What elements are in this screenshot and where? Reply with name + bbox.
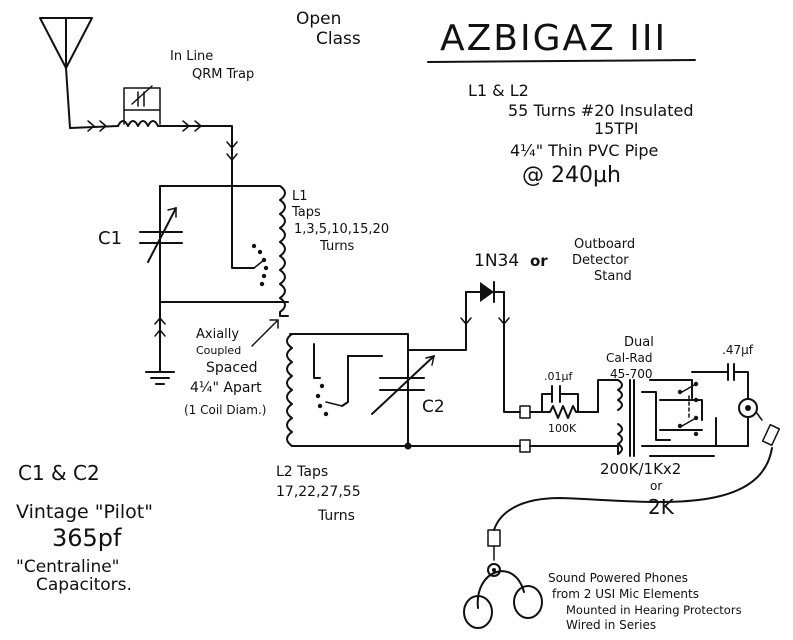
phone-plug-icon bbox=[755, 411, 781, 447]
phones-note-line3: Mounted in Hearing Protectors bbox=[566, 603, 742, 617]
coupling-line4: 4¼" Apart bbox=[190, 380, 262, 396]
signal-arrow-icon bbox=[99, 120, 107, 132]
capacitors-note-line1: C1 & C2 bbox=[18, 461, 100, 485]
l2-taps-label: L2 Taps bbox=[276, 464, 328, 480]
signal-arrow-icon bbox=[194, 120, 202, 132]
headphone-plug-icon bbox=[487, 529, 501, 561]
wire bbox=[733, 371, 749, 399]
capacitors-note-line2: Vintage "Pilot" bbox=[16, 501, 153, 523]
signal-arrow-icon bbox=[226, 153, 238, 161]
resistor-100k bbox=[541, 405, 599, 419]
detector-alt-line2: Detector bbox=[572, 253, 629, 268]
l2-taps-values: 17,22,27,55 bbox=[276, 484, 361, 500]
cap-047uf-label: .47µf bbox=[722, 343, 754, 357]
signal-arrow-icon bbox=[498, 317, 510, 325]
phone-jack-icon bbox=[715, 398, 758, 447]
capacitors-note-line3: 365pf bbox=[52, 524, 122, 552]
connector-block bbox=[519, 405, 531, 419]
connector-block bbox=[519, 439, 531, 453]
diode-output-wire bbox=[503, 291, 521, 413]
signal-arrow-icon bbox=[154, 317, 166, 325]
ground-icon bbox=[145, 371, 175, 385]
tank2-to-diode-wire bbox=[407, 291, 467, 351]
tank2-top-wire bbox=[289, 333, 409, 447]
antenna-icon bbox=[39, 17, 93, 69]
headphone-cord bbox=[493, 447, 773, 531]
class-label-line2: Class bbox=[316, 29, 361, 49]
signal-arrow-icon bbox=[182, 120, 190, 132]
impedance-line3: 2K bbox=[648, 495, 675, 519]
transformer-primary-coil bbox=[617, 379, 635, 457]
c1-label: C1 bbox=[98, 228, 122, 249]
coil-l2 bbox=[286, 333, 293, 447]
coil-spec-heading: L1 & L2 bbox=[468, 81, 529, 100]
capacitors-note-line4: "Centraline" bbox=[16, 557, 120, 577]
coupling-pointer bbox=[251, 319, 279, 347]
l2-turns-label: Turns bbox=[317, 508, 355, 524]
trap-label-line1: In Line bbox=[170, 49, 213, 64]
coupling-line2: Coupled bbox=[196, 344, 241, 357]
coupling-line5: (1 Coil Diam.) bbox=[184, 403, 266, 417]
impedance-line1: 200K/1Kx2 bbox=[600, 460, 681, 478]
wire bbox=[597, 379, 619, 413]
diode-label: 1N34 bbox=[474, 251, 519, 271]
coil-l1 bbox=[279, 185, 289, 317]
transformer-line2: Cal-Rad bbox=[606, 351, 652, 365]
l1-taps-values: 1,3,5,10,15,20 bbox=[294, 222, 389, 237]
signal-arrow-icon bbox=[154, 329, 166, 337]
coil-spec-line2: 15TPI bbox=[594, 119, 639, 138]
capacitors-note-line5: Capacitors. bbox=[36, 575, 132, 595]
diagram-title: AZBIGAZ III bbox=[440, 18, 667, 59]
l2-tap-selector bbox=[313, 343, 383, 417]
detector-alt-line1: Outboard bbox=[574, 237, 635, 252]
transformer-line3: 45-700 bbox=[610, 367, 653, 381]
l1-taps-label: Taps bbox=[291, 205, 321, 220]
series-parallel-switch bbox=[641, 379, 717, 457]
signal-arrow-icon bbox=[460, 317, 472, 325]
phones-note-line1: Sound Powered Phones bbox=[548, 571, 688, 585]
trap-capacitor-icon bbox=[131, 85, 153, 107]
signal-arrow-icon bbox=[226, 141, 238, 149]
qrm-trap-coil bbox=[117, 87, 161, 127]
diode-or-label: or bbox=[530, 252, 548, 270]
arrow-head-icon bbox=[269, 319, 279, 329]
signal-arrow-icon bbox=[87, 120, 95, 132]
l1-label: L1 bbox=[292, 189, 308, 204]
trap-to-tank-wire bbox=[157, 125, 233, 179]
coupling-line1: Axially bbox=[196, 327, 239, 342]
l1-tap-selector bbox=[231, 177, 269, 287]
antenna-lead-wire bbox=[65, 67, 119, 129]
transformer-line1: Dual bbox=[624, 335, 654, 350]
l1-turns-label: Turns bbox=[319, 239, 355, 254]
headphones-icon bbox=[463, 563, 543, 629]
capacitor-c2 bbox=[371, 355, 435, 415]
resistor-label: 100K bbox=[548, 422, 577, 435]
phones-note-line4: Wired in Series bbox=[566, 618, 656, 632]
coupling-line3: Spaced bbox=[206, 360, 258, 376]
coil-spec-line4: @ 240µh bbox=[522, 163, 621, 188]
junction-dot bbox=[404, 442, 412, 450]
coil-spec-line3: 4¼" Thin PVC Pipe bbox=[510, 141, 658, 160]
class-label-line1: Open bbox=[296, 9, 341, 29]
c2-label: C2 bbox=[422, 397, 445, 417]
trap-label-line2: QRM Trap bbox=[192, 67, 254, 82]
cap-001uf-label: .01µf bbox=[544, 370, 573, 383]
capacitor-001uf bbox=[541, 385, 579, 413]
title-underline bbox=[427, 59, 696, 63]
coil-spec-line1: 55 Turns #20 Insulated bbox=[508, 101, 694, 120]
detector-alt-line3: Stand bbox=[594, 269, 632, 284]
phones-note-line2: from 2 USI Mic Elements bbox=[552, 587, 699, 601]
impedance-line2: or bbox=[650, 479, 662, 493]
ground-return-wire bbox=[529, 445, 619, 455]
capacitor-c1 bbox=[139, 207, 183, 263]
diode-1n34-icon bbox=[465, 281, 505, 303]
